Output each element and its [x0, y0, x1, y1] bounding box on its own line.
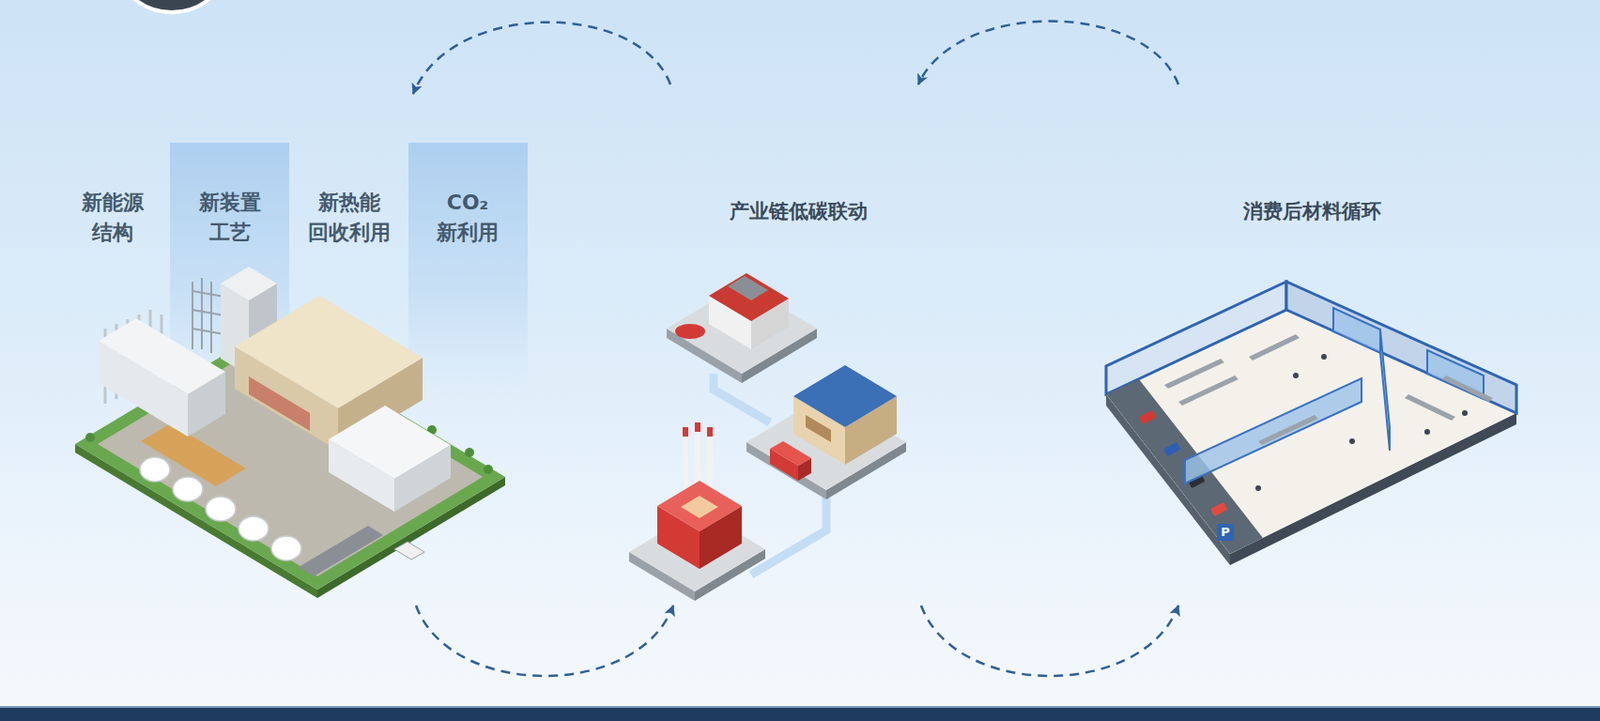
column-label: 新装置 工艺 [183, 187, 277, 248]
person [1424, 429, 1431, 435]
partition [1184, 378, 1362, 484]
truck [394, 541, 425, 560]
shelves [1164, 334, 1493, 446]
store-roof-top [727, 276, 769, 301]
factory-roof [657, 480, 742, 532]
link-path [751, 492, 827, 575]
person [1461, 410, 1468, 416]
frame [200, 277, 203, 350]
corner-circle [112, 0, 231, 13]
tree [483, 464, 493, 475]
warehouse-door [248, 376, 310, 431]
roof-unit [680, 495, 719, 519]
building-roof [98, 318, 226, 395]
chimney-top [707, 427, 713, 437]
cycle-arrow [413, 22, 671, 94]
chimney [682, 427, 689, 498]
stage-region: 消费后材料循环 [1098, 84, 1526, 606]
tank [139, 457, 170, 482]
partition [1333, 307, 1381, 354]
person [1255, 485, 1262, 492]
tank [271, 536, 302, 561]
shelf [1248, 334, 1300, 361]
car [675, 323, 706, 339]
car [1163, 442, 1181, 457]
cycle-arrow [921, 605, 1179, 677]
car [1210, 502, 1228, 517]
mall-wall [1106, 281, 1287, 395]
column-label: 新能源 结构 [65, 187, 160, 248]
car [1138, 410, 1156, 425]
chain-illustration [629, 273, 907, 601]
building-roof [328, 405, 451, 479]
mall-wall [1286, 281, 1517, 414]
chimney-top [694, 422, 701, 432]
road [298, 525, 384, 577]
tank [205, 496, 236, 522]
shelf [1178, 375, 1239, 406]
column-label: 新热能 回收利用 [302, 187, 397, 248]
chimney-top [682, 427, 689, 437]
cargo [805, 415, 831, 443]
highlight-band [408, 142, 528, 406]
shelf [1164, 358, 1225, 389]
people [1255, 353, 1468, 492]
person [1349, 438, 1355, 445]
column-label: CO₂ 新利用 [420, 187, 515, 248]
shelf [1442, 375, 1493, 402]
cycle-arrow [918, 21, 1179, 86]
shelf [1404, 394, 1456, 421]
stage-region: 新能源 结构新装置 工艺新热能 回收利用 CO₂ 新利用 [56, 93, 519, 606]
tree [464, 447, 475, 458]
person [1292, 372, 1299, 379]
partition [1380, 329, 1390, 451]
cycle-arrow [415, 605, 674, 677]
stage-region: 产业链低碳联动 [647, 84, 949, 606]
bottom-line [0, 706, 1600, 708]
person [1321, 353, 1327, 360]
frame [210, 281, 213, 354]
tree [85, 432, 95, 443]
tank [238, 516, 269, 541]
tanks [139, 457, 302, 561]
parking-sign: P [1216, 523, 1234, 541]
tower-roof [220, 266, 277, 301]
store-roof [708, 273, 789, 322]
stage-heading: 消费后材料循环 [1243, 199, 1382, 225]
truck-top [769, 441, 812, 466]
factory-illustration [75, 266, 506, 599]
tank [172, 476, 203, 502]
mall-illustration [1106, 281, 1517, 566]
bottom-bar [0, 707, 1600, 721]
stage-heading: 产业链低碳联动 [729, 199, 868, 225]
shelf [1258, 415, 1319, 446]
